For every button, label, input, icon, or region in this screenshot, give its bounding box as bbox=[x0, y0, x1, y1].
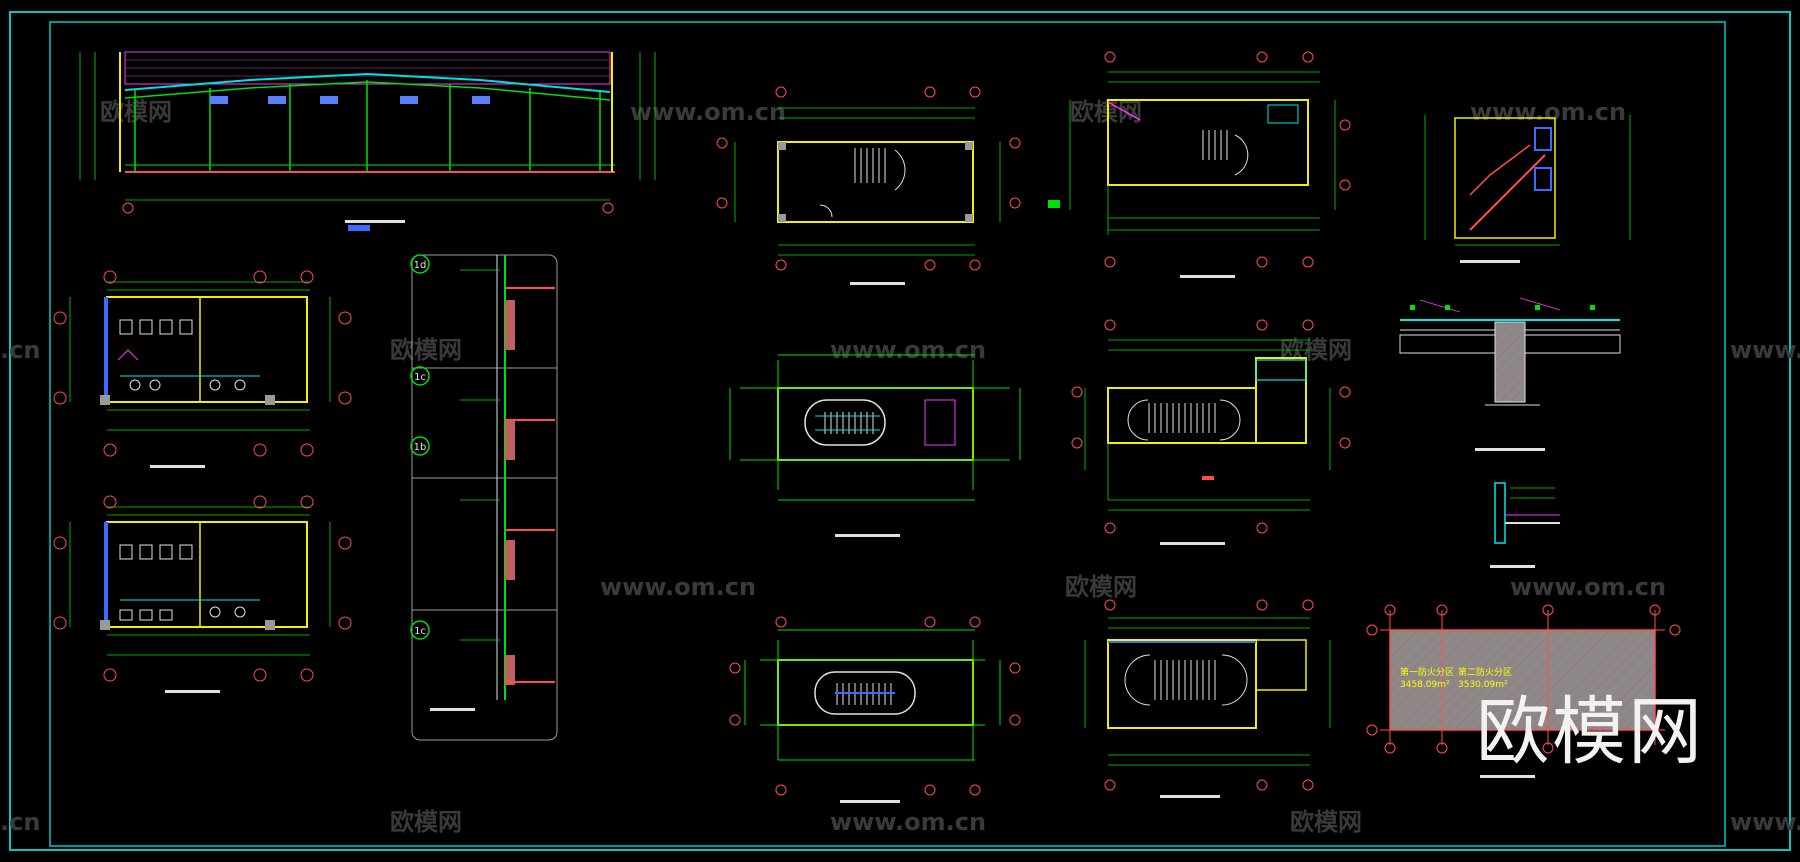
axis-bubble-icon bbox=[1366, 724, 1378, 736]
stair-plan-top-middle bbox=[716, 86, 1021, 285]
brand-watermark-large: 欧模网 bbox=[1476, 689, 1704, 775]
stair-plan-top-right bbox=[1048, 51, 1351, 278]
detail-callout-icon bbox=[410, 366, 430, 386]
watermark-url: www.om.cn bbox=[1510, 573, 1666, 601]
detail-callout-icon bbox=[410, 436, 430, 456]
watermark-brand: 欧模网 bbox=[390, 336, 462, 364]
watermark-url: www.om.cn bbox=[600, 573, 756, 601]
axis-bubble-icon bbox=[1542, 604, 1554, 616]
fire-zone-1-name: 第一防火分区 bbox=[1400, 666, 1454, 678]
axis-bubble-icon bbox=[1649, 604, 1661, 616]
axis-bubble-icon bbox=[1669, 624, 1681, 636]
roof-beam-detail bbox=[1399, 297, 1621, 451]
watermark-url: www.om.cn bbox=[1730, 336, 1800, 364]
callout-label: 1c bbox=[414, 626, 426, 637]
watermark-brand: 欧模网 bbox=[390, 808, 462, 836]
section-drawing-top-left bbox=[79, 51, 656, 231]
watermark-url: www.om.cn bbox=[830, 808, 986, 836]
axis-bubble-icon bbox=[1436, 604, 1448, 616]
watermark-url: www.om.cn bbox=[630, 98, 786, 126]
watermark-brand: 欧模网 bbox=[1065, 573, 1137, 601]
fire-zone-2-name: 第二防火分区 bbox=[1458, 666, 1512, 678]
watermark-url: www.om.cn bbox=[1730, 808, 1800, 836]
axis-bubble-icon bbox=[1384, 604, 1396, 616]
callout-label: 1b bbox=[414, 442, 427, 453]
toilet-plan-upper bbox=[53, 270, 352, 468]
axis-bubble-icon bbox=[1366, 624, 1378, 636]
axis-bubble-icon bbox=[1542, 742, 1554, 754]
watermark-corner-url: .cn bbox=[0, 808, 40, 836]
watermark-corner-url: .cn bbox=[0, 336, 40, 364]
wall-section-details: 1d 1c 1b 1c bbox=[410, 254, 558, 741]
small-wall-detail bbox=[1490, 482, 1560, 568]
watermark-layer: 欧模网 www.om.cn 欧模网 www.om.cn .cn 欧模网 www.… bbox=[0, 98, 1800, 836]
callout-label: 1c bbox=[414, 372, 426, 383]
stair-plan-right-middle bbox=[1071, 319, 1351, 545]
toilet-plan-lower bbox=[53, 495, 352, 693]
watermark-brand: 欧模网 bbox=[1070, 98, 1142, 126]
stair-plan-center bbox=[729, 354, 1021, 537]
watermark-url: www.om.cn bbox=[1470, 98, 1626, 126]
stair-plan-bottom-middle bbox=[729, 616, 1021, 803]
fire-zone-2-area: 3530.09m² bbox=[1458, 680, 1508, 690]
callout-label: 1d bbox=[414, 260, 427, 271]
watermark-brand: 欧模网 bbox=[100, 98, 172, 126]
fire-zone-1-area: 3458.09m² bbox=[1400, 680, 1450, 690]
sheet-outer-frame bbox=[9, 11, 1791, 851]
detail-callout-icon bbox=[410, 620, 430, 640]
watermark-url: www.om.cn bbox=[830, 336, 986, 364]
axis-bubble-icon bbox=[1384, 742, 1396, 754]
detail-callout-icon bbox=[410, 254, 430, 274]
stair-section-right bbox=[1424, 115, 1631, 263]
sheet-inner-frame bbox=[49, 21, 1726, 847]
axis-bubble-icon bbox=[1436, 742, 1448, 754]
watermark-brand: 欧模网 bbox=[1290, 808, 1362, 836]
stair-plan-bottom-right bbox=[1084, 599, 1331, 798]
fire-compartment-plan: 第一防火分区 3458.09m² 第二防火分区 3530.09m² bbox=[1366, 604, 1681, 778]
